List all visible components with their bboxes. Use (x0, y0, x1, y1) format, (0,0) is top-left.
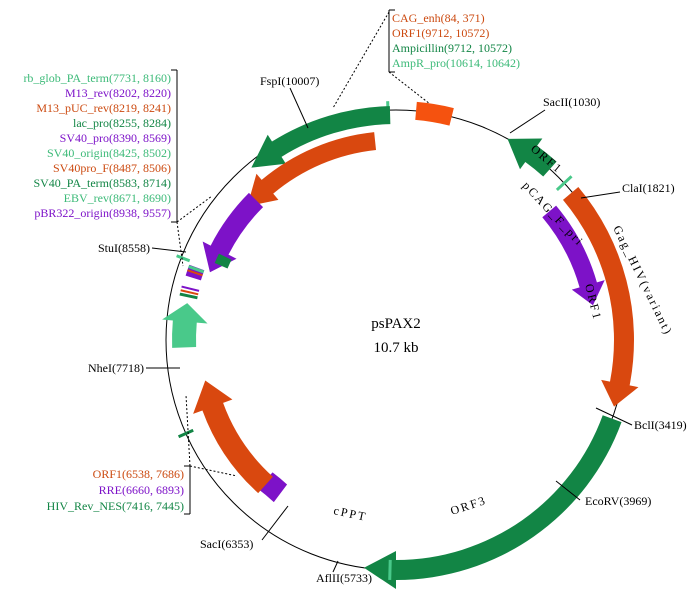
rre-box (257, 472, 288, 503)
clai-mark (555, 175, 573, 192)
site-nhei: NheI(7718) (88, 361, 144, 375)
pcag-f-pri-arrow (542, 205, 605, 306)
left-label-0: rb_glob_PA_term(7731, 8160) (23, 71, 171, 85)
top-callout: CAG_enh(84, 371) ORF1(9712, 10572) Ampic… (332, 9, 520, 109)
plasmid-name: psPAX2 (371, 316, 420, 332)
pbr322-origin-arrow (202, 192, 264, 273)
orf1-lower-arrow (193, 380, 273, 494)
m13-rev-mark (181, 285, 200, 292)
left-label-6: SV40pro_F(8487, 8506) (53, 161, 171, 175)
top-label-2: Ampicillin(9712, 10572) (392, 41, 512, 55)
sv40pro-f-mark (187, 269, 203, 277)
cag-enh-box (415, 101, 454, 126)
bottom-label-1: RRE(6660, 6893) (99, 483, 184, 497)
left-label-2: M13_pUC_rev(8219, 8241) (36, 101, 171, 115)
left-label-1: M13_rev(8202, 8220) (65, 86, 171, 100)
left-label-8: EBV_rev(8671, 8690) (64, 191, 171, 205)
sv40-pa-term-box (214, 253, 232, 269)
sacii-orf1-arrow (507, 138, 557, 177)
site-sacii: SacII(1030) (543, 95, 600, 109)
hiv-rev-nes-mark (177, 428, 194, 439)
rb-glob-pa-term-arrow (162, 303, 208, 348)
ebv-rev-mark (176, 254, 191, 263)
top-label-1: ORF1(9712, 10572) (392, 26, 489, 40)
site-saci: SacI(6353) (200, 537, 253, 551)
bottom-label-0: ORF1(6538, 7686) (93, 467, 184, 481)
cppt-mark (388, 559, 392, 580)
bottom-label-2: HIV_Rev_NES(7416, 7445) (47, 499, 184, 513)
site-clai: ClaI(1821) (622, 181, 675, 195)
top-label-0: CAG_enh(84, 371) (392, 11, 485, 25)
feature-layer (162, 101, 639, 589)
site-stui: StuI(8558) (98, 241, 150, 255)
top-label-3: AmpR_pro(10614, 10642) (392, 56, 520, 70)
sv40-origin-mark (188, 265, 205, 274)
site-fspi: FspI(10007) (260, 74, 319, 88)
label-orf1-right: ORF1 (582, 282, 605, 322)
site-aflii: AflII(5733) (316, 571, 372, 585)
left-callout: rb_glob_PA_term(7731, 8160) M13_rev(8202… (23, 69, 213, 267)
bottom-callout: ORF1(6538, 7686) RRE(6660, 6893) HIV_Rev… (47, 394, 238, 515)
label-cppt: cPPT (332, 503, 368, 524)
left-label-4: SV40_pro(8390, 8569) (60, 131, 171, 145)
plasmid-size: 10.7 kb (374, 340, 419, 356)
gag-hiv-arrow (562, 187, 639, 407)
ampicillin-arrow (251, 106, 391, 168)
site-bcli: BclI(3419) (634, 418, 687, 432)
left-label-5: SV40_origin(8425, 8502) (47, 146, 171, 160)
site-leaders (146, 87, 633, 573)
orf3-arrow (363, 415, 622, 589)
site-ecorv: EcoRV(3969) (585, 494, 651, 508)
lac-pro-mark (179, 292, 198, 300)
orf1-inner-arrow (247, 132, 377, 207)
m13-pucrev-mark (180, 289, 199, 296)
left-label-7: SV40_PA_term(8583, 8714) (33, 176, 171, 190)
left-label-9: pBR322_origin(8938, 9557) (34, 206, 171, 220)
left-label-3: lac_pro(8255, 8284) (73, 116, 171, 130)
label-orf3: ORF3 (449, 493, 489, 518)
